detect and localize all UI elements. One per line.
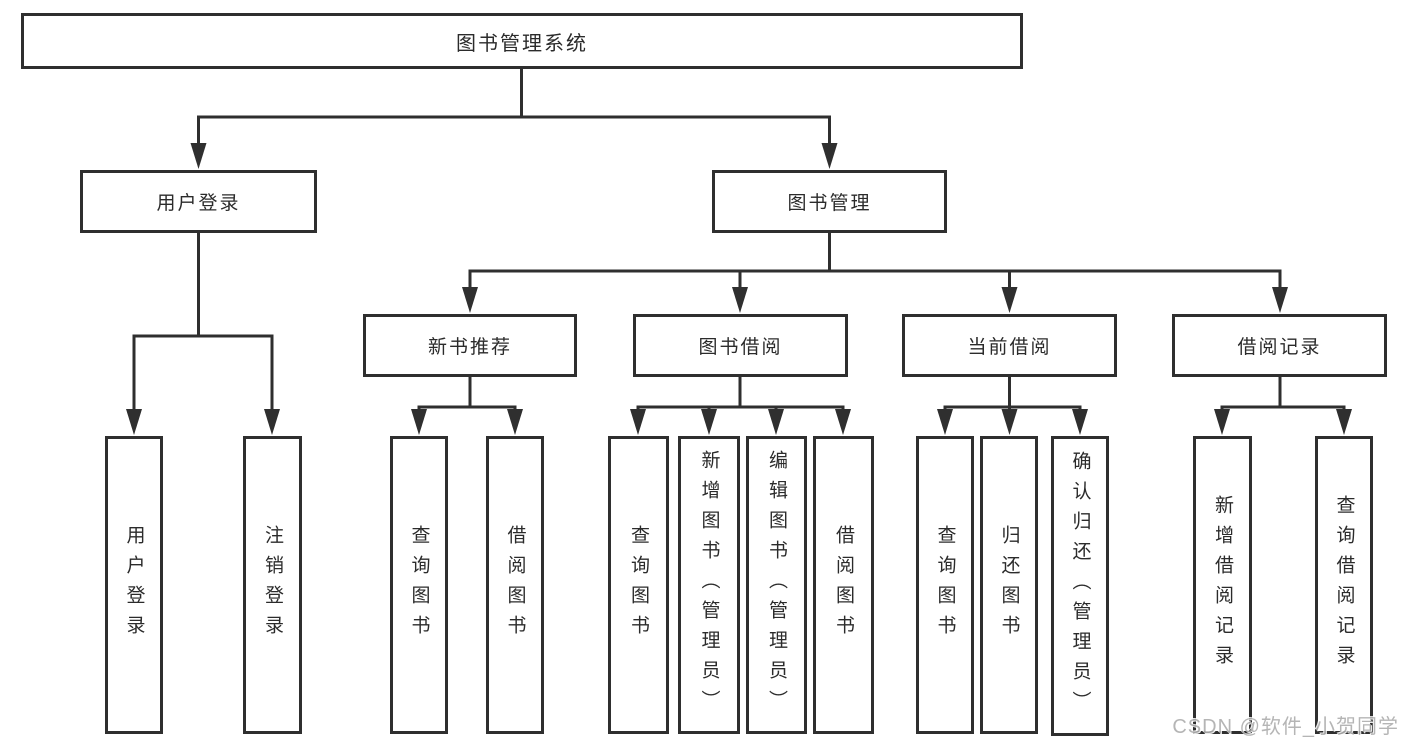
node-new-book-recommend-label: 新书推荐 bbox=[427, 337, 512, 358]
node-borrowing-records: 借阅记录 bbox=[1172, 314, 1387, 377]
leaf-logout: 注销登录 bbox=[243, 436, 302, 734]
branch-borrowing-records bbox=[1214, 377, 1352, 435]
leaf-newbook-borrow-books-label: 借阅图书 bbox=[504, 525, 526, 645]
leaf-user-login: 用户登录 bbox=[105, 436, 163, 734]
leaf-current-return-books: 归还图书 bbox=[980, 436, 1038, 734]
node-book-management-label: 图书管理 bbox=[787, 193, 872, 214]
branch-book-borrowing bbox=[630, 377, 851, 435]
leaf-current-query-books: 查询图书 bbox=[916, 436, 974, 734]
leaf-current-query-books-label: 查询图书 bbox=[934, 525, 956, 645]
node-root: 图书管理系统 bbox=[21, 13, 1023, 69]
node-root-label: 图书管理系统 bbox=[456, 32, 588, 55]
node-current-borrowing-label: 当前借阅 bbox=[967, 337, 1052, 358]
leaf-records-add-record: 新增借阅记录 bbox=[1193, 436, 1252, 734]
branch-user-login bbox=[126, 233, 280, 435]
node-book-management: 图书管理 bbox=[712, 170, 947, 233]
leaf-borrow-query-books-label: 查询图书 bbox=[628, 525, 649, 645]
leaf-borrow-borrow-books-label: 借阅图书 bbox=[833, 525, 854, 645]
node-book-borrowing-label: 图书借阅 bbox=[698, 337, 783, 358]
leaf-records-query-record-label: 查询借阅记录 bbox=[1333, 495, 1355, 675]
node-borrowing-records-label: 借阅记录 bbox=[1237, 337, 1322, 358]
leaf-borrow-borrow-books: 借阅图书 bbox=[813, 436, 874, 734]
leaf-records-add-record-label: 新增借阅记录 bbox=[1212, 495, 1233, 675]
leaf-newbook-query-books: 查询图书 bbox=[390, 436, 448, 734]
node-user-login: 用户登录 bbox=[80, 170, 317, 233]
branch-new-book-recommend bbox=[411, 377, 523, 435]
node-user-login-label: 用户登录 bbox=[156, 193, 241, 214]
branch-book-management bbox=[462, 233, 1288, 313]
leaf-borrow-edit-books-admin: 编辑图书（管理员） bbox=[746, 436, 807, 734]
csdn-watermark: CSDN @软件_小贺同学 bbox=[1172, 716, 1399, 738]
leaf-current-confirm-return-admin: 确认归还（管理员） bbox=[1051, 436, 1109, 736]
leaf-current-return-books-label: 归还图书 bbox=[998, 525, 1020, 645]
node-book-borrowing: 图书借阅 bbox=[633, 314, 848, 377]
node-current-borrowing: 当前借阅 bbox=[902, 314, 1117, 377]
node-new-book-recommend: 新书推荐 bbox=[363, 314, 577, 377]
leaf-borrow-add-books-admin-label: 新增图书（管理员） bbox=[698, 450, 720, 720]
leaf-logout-label: 注销登录 bbox=[262, 525, 283, 645]
branch-root bbox=[190, 68, 838, 169]
leaf-user-login-label: 用户登录 bbox=[123, 525, 145, 645]
leaf-borrow-edit-books-admin-label: 编辑图书（管理员） bbox=[766, 450, 787, 720]
leaf-records-query-record: 查询借阅记录 bbox=[1315, 436, 1373, 734]
leaf-newbook-query-books-label: 查询图书 bbox=[408, 525, 430, 645]
leaf-borrow-query-books: 查询图书 bbox=[608, 436, 669, 734]
leaf-current-confirm-return-admin-label: 确认归还（管理员） bbox=[1069, 451, 1091, 721]
leaf-borrow-add-books-admin: 新增图书（管理员） bbox=[678, 436, 740, 734]
branch-current-borrowing bbox=[937, 377, 1088, 435]
leaf-newbook-borrow-books: 借阅图书 bbox=[486, 436, 544, 734]
